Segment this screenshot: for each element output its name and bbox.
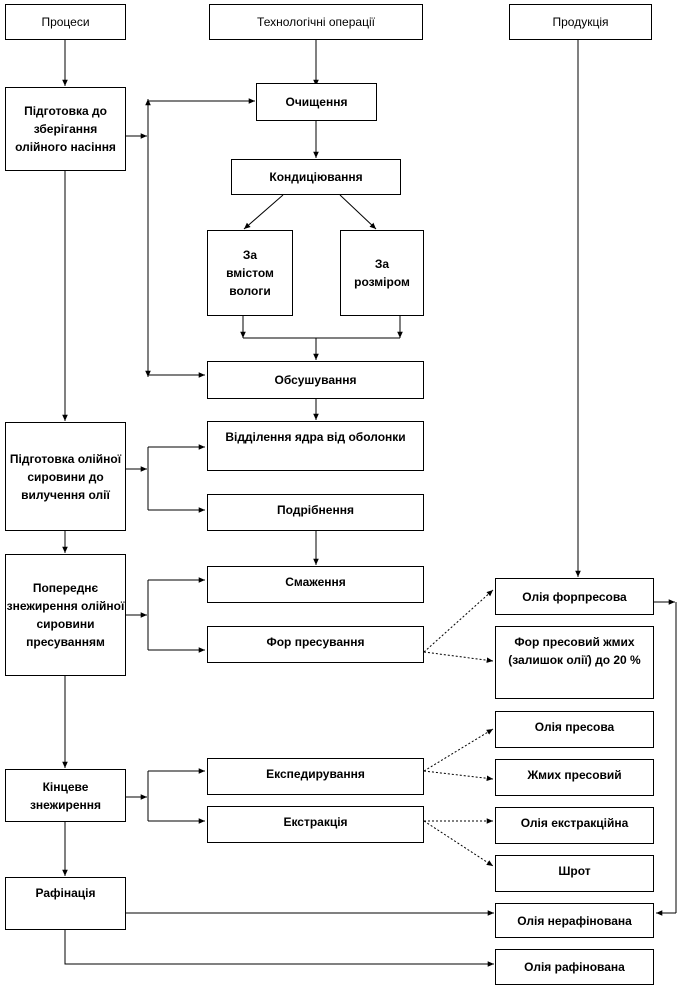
operation-dehulling: Відділення ядра від оболонки	[207, 421, 424, 471]
product-refined-oil: Олія рафінована	[495, 949, 654, 985]
operation-conditioning: Кондиціювання	[231, 159, 401, 195]
product-prepress-oil: Олія форпресова	[495, 578, 654, 615]
product-pressed-cake: Жмих пресовий	[495, 759, 654, 796]
header-processes: Процеси	[5, 4, 126, 40]
process-storage-prep: Підготовка до зберігання олійного насінн…	[5, 87, 126, 171]
operation-expelling: Експедирування	[207, 758, 424, 795]
process-pre-degreasing: Попереднє знежирення олійної сировини пр…	[5, 554, 126, 676]
operation-cleaning: Очищення	[256, 83, 377, 121]
operation-roasting: Смаження	[207, 566, 424, 603]
operation-by-moisture: За вмістом вологи	[207, 230, 293, 316]
product-meal: Шрот	[495, 855, 654, 892]
process-refining: Рафінація	[5, 877, 126, 930]
process-final-degreasing: Кінцеве знежирення	[5, 769, 126, 822]
process-raw-prep: Підготовка олійної сировини до вилучення…	[5, 422, 126, 531]
product-unrefined-oil: Олія нерафінована	[495, 903, 654, 938]
product-prepress-cake: Фор пресовий жмих (залишок олії) до 20 %	[495, 626, 654, 699]
product-extraction-oil: Олія екстракційна	[495, 807, 654, 844]
operation-grinding: Подрібнення	[207, 494, 424, 531]
operation-drying: Обсушування	[207, 361, 424, 399]
operation-extraction: Екстракція	[207, 806, 424, 843]
header-products: Продукція	[509, 4, 652, 40]
operation-by-size: За розміром	[340, 230, 424, 316]
header-operations: Технологічні операції	[209, 4, 423, 40]
product-pressed-oil: Олія пресова	[495, 711, 654, 748]
operation-prepressing: Фор пресування	[207, 626, 424, 663]
